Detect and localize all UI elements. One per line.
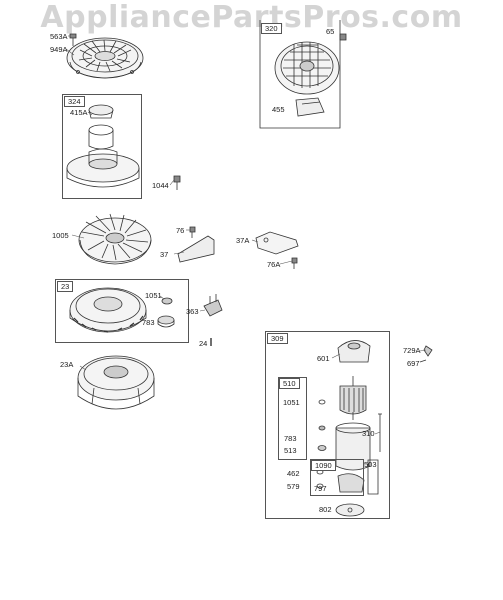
flywheel-23-drawing	[69, 287, 175, 333]
watermark-logo: AppliancePartsPros.com	[40, 0, 463, 35]
flywheel-screen-drawing	[66, 104, 140, 188]
part-label-797[interactable]: 797	[314, 484, 327, 493]
part-label-65[interactable]: 65	[326, 27, 335, 36]
part-label-455[interactable]: 455	[272, 105, 285, 114]
part-label-37a[interactable]: 37A	[236, 236, 250, 245]
part-label-949a[interactable]: 949A	[50, 45, 68, 54]
rewind-starter-drawing	[259, 20, 347, 129]
part-label-76[interactable]: 76	[176, 226, 185, 235]
part-label-503[interactable]: 503	[364, 460, 377, 469]
part-label-1051[interactable]: 1051	[145, 291, 162, 300]
kit-box-1090	[310, 459, 364, 496]
kit-box-309	[265, 331, 390, 519]
part-label-23a[interactable]: 23A	[60, 360, 74, 369]
part-label-415a[interactable]: 415A	[70, 108, 88, 117]
blower-housing-drawing	[66, 37, 144, 79]
part-label-37[interactable]: 37	[160, 250, 169, 259]
part-label-76a[interactable]: 76A	[267, 260, 281, 269]
air-vane-37-drawing	[177, 235, 215, 263]
part-label-729a[interactable]: 729A	[403, 346, 421, 355]
part-label-783-kit[interactable]: 783	[284, 434, 297, 443]
screw-1044-drawing	[173, 175, 181, 190]
part-label-462[interactable]: 462	[287, 469, 300, 478]
kit-box-label-324: 324	[64, 96, 85, 107]
kit-box-324	[62, 94, 142, 199]
kit-box-label-320: 320	[261, 23, 282, 34]
part-label-783[interactable]: 783	[142, 318, 155, 327]
part-label-310[interactable]: 310	[362, 429, 375, 438]
fan-1005-drawing	[78, 213, 152, 265]
kit-box-label-510: 510	[279, 378, 300, 389]
screw-563a-drawing	[69, 33, 77, 46]
part-label-579[interactable]: 579	[287, 482, 300, 491]
screw-76-drawing	[189, 226, 196, 238]
kit-box-label-23: 23	[57, 281, 74, 292]
part-label-24[interactable]: 24	[199, 339, 208, 348]
part-label-513[interactable]: 513	[284, 446, 297, 455]
part-label-697[interactable]: 697	[407, 359, 420, 368]
part-label-802[interactable]: 802	[319, 505, 332, 514]
part-label-1044[interactable]: 1044	[152, 181, 169, 190]
kit-box-label-309: 309	[267, 333, 288, 344]
kit-box-23	[55, 279, 189, 343]
part-label-601[interactable]: 601	[317, 354, 330, 363]
part-label-363[interactable]: 363	[186, 307, 199, 316]
bracket-37a-drawing	[255, 231, 299, 255]
kit-box-label-1090: 1090	[311, 460, 336, 471]
leader-lines	[65, 35, 427, 435]
part-label-1051-kit[interactable]: 1051	[283, 398, 300, 407]
flywheel-23a-drawing	[77, 355, 155, 410]
part-label-563a[interactable]: 563A	[50, 32, 68, 41]
kit-box-510	[278, 377, 307, 460]
part-label-1005[interactable]: 1005	[52, 231, 69, 240]
brake-363-drawing	[203, 299, 223, 317]
